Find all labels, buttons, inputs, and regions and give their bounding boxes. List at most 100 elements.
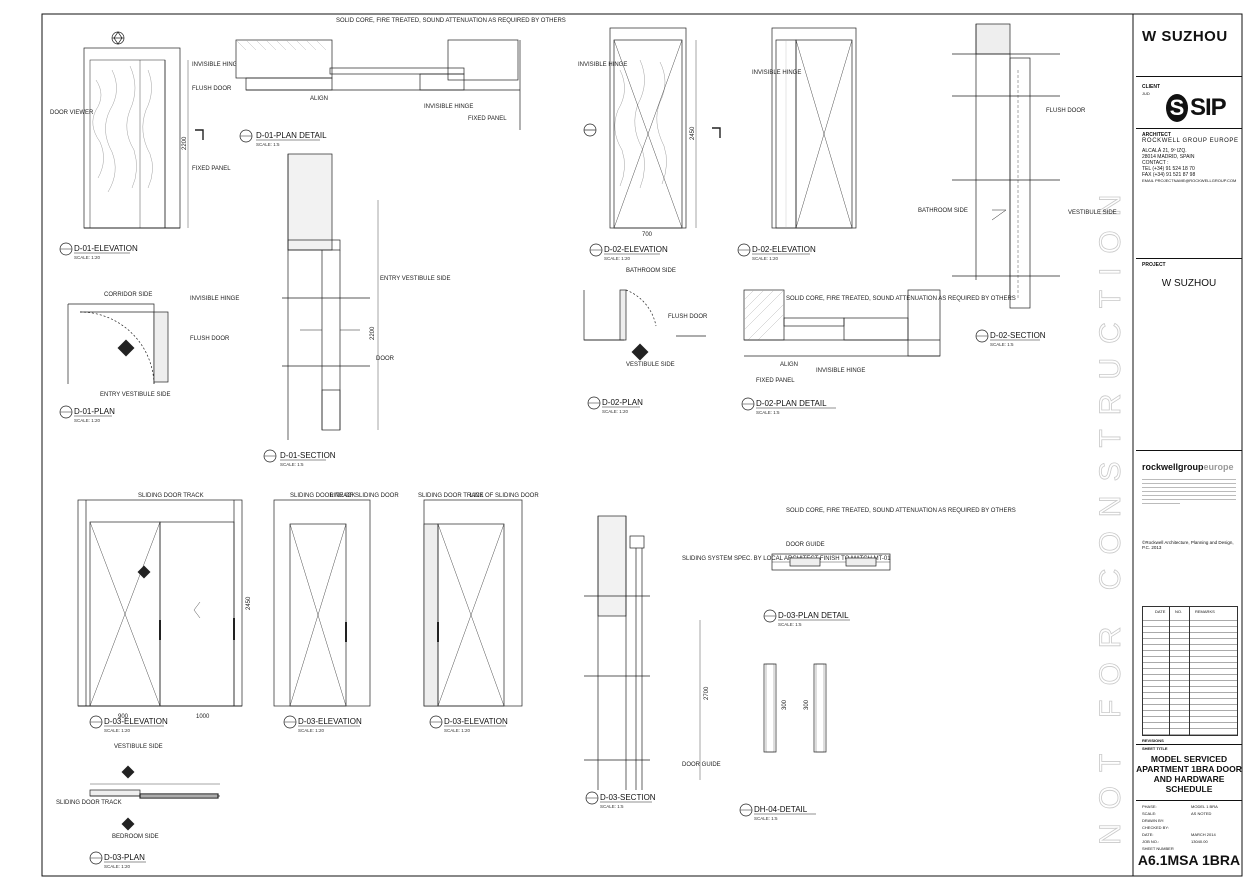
d01-plan-detail	[235, 39, 521, 130]
note-sliding-system: SLIDING SYSTEM SPEC. BY LOCAL ARCHITECT …	[682, 556, 891, 562]
architect-tel: TEL (+34) 91 524 18 70	[1142, 166, 1195, 172]
note-flush-door-4: FLUSH DOOR	[668, 314, 708, 320]
title-d01-elevation: D-01-ELEVATION	[74, 244, 138, 253]
rev-header-date: DATE	[1155, 609, 1166, 614]
dh04-detail	[763, 663, 827, 753]
note-solid-core-1: SOLID CORE, FIRE TREATED, SOUND ATTENUAT…	[336, 18, 566, 24]
d01-plan-detail-tag: D-01-PLAN DETAIL SCALE: 1:5	[239, 129, 327, 147]
note-door-viewer: DOOR VIEWER	[50, 110, 94, 116]
meta-date-value: MARCH 2014	[1191, 832, 1216, 837]
sheet-title: MODEL SERVICED APARTMENT 1BRA DOOR AND H…	[1136, 754, 1242, 794]
divider	[1136, 258, 1242, 259]
note-flush-door-2: FLUSH DOOR	[190, 336, 230, 342]
title-d03-elevation-c: D-03-ELEVATION	[444, 717, 508, 726]
scale-d02-elev-a: SCALE: 1:20	[604, 256, 631, 261]
d02-section-tag: D-02-SECTION SCALE: 1:5	[975, 329, 1046, 347]
dim-dh-b: 300	[804, 699, 810, 710]
scale-d02-plan-detail: SCALE: 1:5	[756, 410, 780, 415]
d03-elevation-c	[423, 499, 523, 707]
scale-d01-plan-detail: SCALE: 1:5	[256, 142, 280, 147]
title-d01-section: D-01-SECTION	[280, 451, 336, 460]
scale-d01-elev: SCALE: 1:20	[74, 255, 101, 260]
note-door-1: DOOR	[376, 356, 395, 362]
d01-plan	[67, 303, 169, 385]
sheet-border	[41, 13, 1243, 877]
project-label: PROJECT	[1142, 262, 1166, 268]
note-flush-door-1: FLUSH DOOR	[192, 86, 232, 92]
title-d03-section: D-03-SECTION	[600, 793, 656, 802]
note-vestibule-side-2: VESTIBULE SIDE	[626, 362, 675, 368]
d02-elev-a-tag: D-02-ELEVATION SCALE: 1:20	[589, 243, 668, 261]
title-d03-elevation-a: D-03-ELEVATION	[104, 717, 168, 726]
dim-dh-a: 300	[782, 699, 788, 710]
note-line-sliding-2: LINE OF SLIDING DOOR	[470, 493, 539, 499]
rev-rows	[1143, 615, 1237, 735]
note-door-guide-1: DOOR GUIDE	[682, 762, 721, 768]
note-sliding-track-3: SLIDING DOOR TRACK	[418, 493, 484, 499]
meta-checked-key: CHECKED BY:	[1142, 825, 1169, 830]
d01-section-tag: D-01-SECTION SCALE: 1:5	[263, 449, 336, 467]
scale-d03-elev-c: SCALE: 1:20	[444, 728, 471, 733]
note-sliding-track-2: SLIDING DOOR TRACK	[290, 493, 356, 499]
architect-address-1: ALCALÁ 21, 9º IZQ.	[1142, 148, 1187, 154]
client-logo-icon: S	[1166, 94, 1188, 122]
d03-elev-b-tag: D-03-ELEVATION SCALE: 1:20	[283, 715, 362, 733]
dim-d03-sec: 2700	[704, 686, 710, 700]
note-line-sliding-1: LINE OF SLIDING DOOR	[330, 493, 399, 499]
d03-section	[584, 515, 701, 790]
d02-elevation-b	[771, 27, 857, 229]
divider	[1136, 450, 1242, 451]
scale-d03-section: SCALE: 1:5	[600, 804, 624, 809]
note-entry-vestibule-2: ENTRY VESTIBULE SIDE	[100, 392, 170, 398]
note-solid-core-3: SOLID CORE, FIRE TREATED, SOUND ATTENUAT…	[786, 508, 1016, 514]
architect-name: ROCKWELL GROUP EUROPE	[1142, 138, 1239, 144]
d01-plan-tag: D-01-PLAN SCALE: 1:20	[59, 405, 115, 423]
note-vestibule-side-3: VESTIBULE SIDE	[114, 744, 163, 750]
scale-d02-elev-b: SCALE: 1:20	[752, 256, 779, 261]
d01-elevation	[83, 31, 204, 229]
architect-email: EMAIL PROJECTNAME@ROCKWELLGROUP.COM	[1142, 178, 1237, 183]
note-sliding-track-4: SLIDING DOOR TRACK	[56, 800, 122, 806]
note-invisible-hinge-3: INVISIBLE HINGE	[190, 296, 239, 302]
title-d02-section: D-02-SECTION	[990, 331, 1046, 340]
revisions-label: REVISIONS	[1142, 738, 1164, 743]
scale-d03-plan-detail: SCALE: 1:5	[778, 622, 802, 627]
meta-phase-key: PHASE:	[1142, 804, 1157, 809]
meta-drawn-key: DRAWN BY:	[1142, 818, 1165, 823]
note-vestibule-side-1: VESTIBULE SIDE	[1068, 210, 1117, 216]
dim-d02-h: 2450	[690, 126, 696, 140]
d02-plan-detail-tag: D-02-PLAN DETAIL SCALE: 1:5	[741, 397, 836, 415]
divider	[1136, 800, 1242, 801]
title-block: W SUZHOU CLIENT JUD S SIP ARCHITECT ROCK…	[1136, 14, 1242, 876]
architect-address-2: 28014 MADRID, SPAIN	[1142, 154, 1195, 160]
divider	[1136, 76, 1242, 77]
d03-elev-c-tag: D-03-ELEVATION SCALE: 1:20	[429, 715, 508, 733]
note-fixed-panel-3: FIXED PANEL	[756, 378, 795, 384]
note-fixed-panel-1: FIXED PANEL	[192, 166, 231, 172]
note-invisible-hinge-4: INVISIBLE HINGE	[578, 62, 627, 68]
note-bedroom-side: BEDROOM SIDE	[112, 834, 159, 840]
title-d02-elevation-a: D-02-ELEVATION	[604, 245, 668, 254]
architect-label: ARCHITECT	[1142, 132, 1171, 138]
d01-elev-tag: D-01-ELEVATION SCALE: 1:20	[59, 242, 138, 260]
scale-d01-section: SCALE: 1:5	[280, 462, 304, 467]
firm-logo-main: rockwellgroup	[1142, 462, 1204, 472]
d03-elevation-a	[77, 499, 243, 707]
title-d03-plan-detail: D-03-PLAN DETAIL	[778, 611, 849, 620]
d03-elev-a-tag: D-03-ELEVATION SCALE: 1:20	[89, 715, 168, 733]
note-entry-vestibule-1: ENTRY VESTIBULE SIDE	[380, 276, 450, 282]
title-d02-plan: D-02-PLAN	[602, 398, 643, 407]
sheet-title-label: SHEET TITLE	[1142, 746, 1168, 751]
scale-d03-plan: SCALE: 1:20	[104, 864, 131, 869]
rev-header-remarks: REMARKS	[1195, 609, 1215, 614]
note-align-1: ALIGN	[310, 96, 328, 102]
title-d01-plan-detail: D-01-PLAN DETAIL	[256, 131, 327, 140]
dim-d01-sec: 2200	[370, 326, 376, 340]
dim-d02-w: 700	[642, 232, 653, 238]
note-invisible-hinge-5: INVISIBLE HINGE	[752, 70, 801, 76]
legal-text-block	[1142, 476, 1236, 528]
title-d03-plan: D-03-PLAN	[104, 853, 145, 862]
scale-d02-plan: SCALE: 1:20	[602, 409, 629, 414]
meta-scale-key: SCALE:	[1142, 811, 1157, 816]
